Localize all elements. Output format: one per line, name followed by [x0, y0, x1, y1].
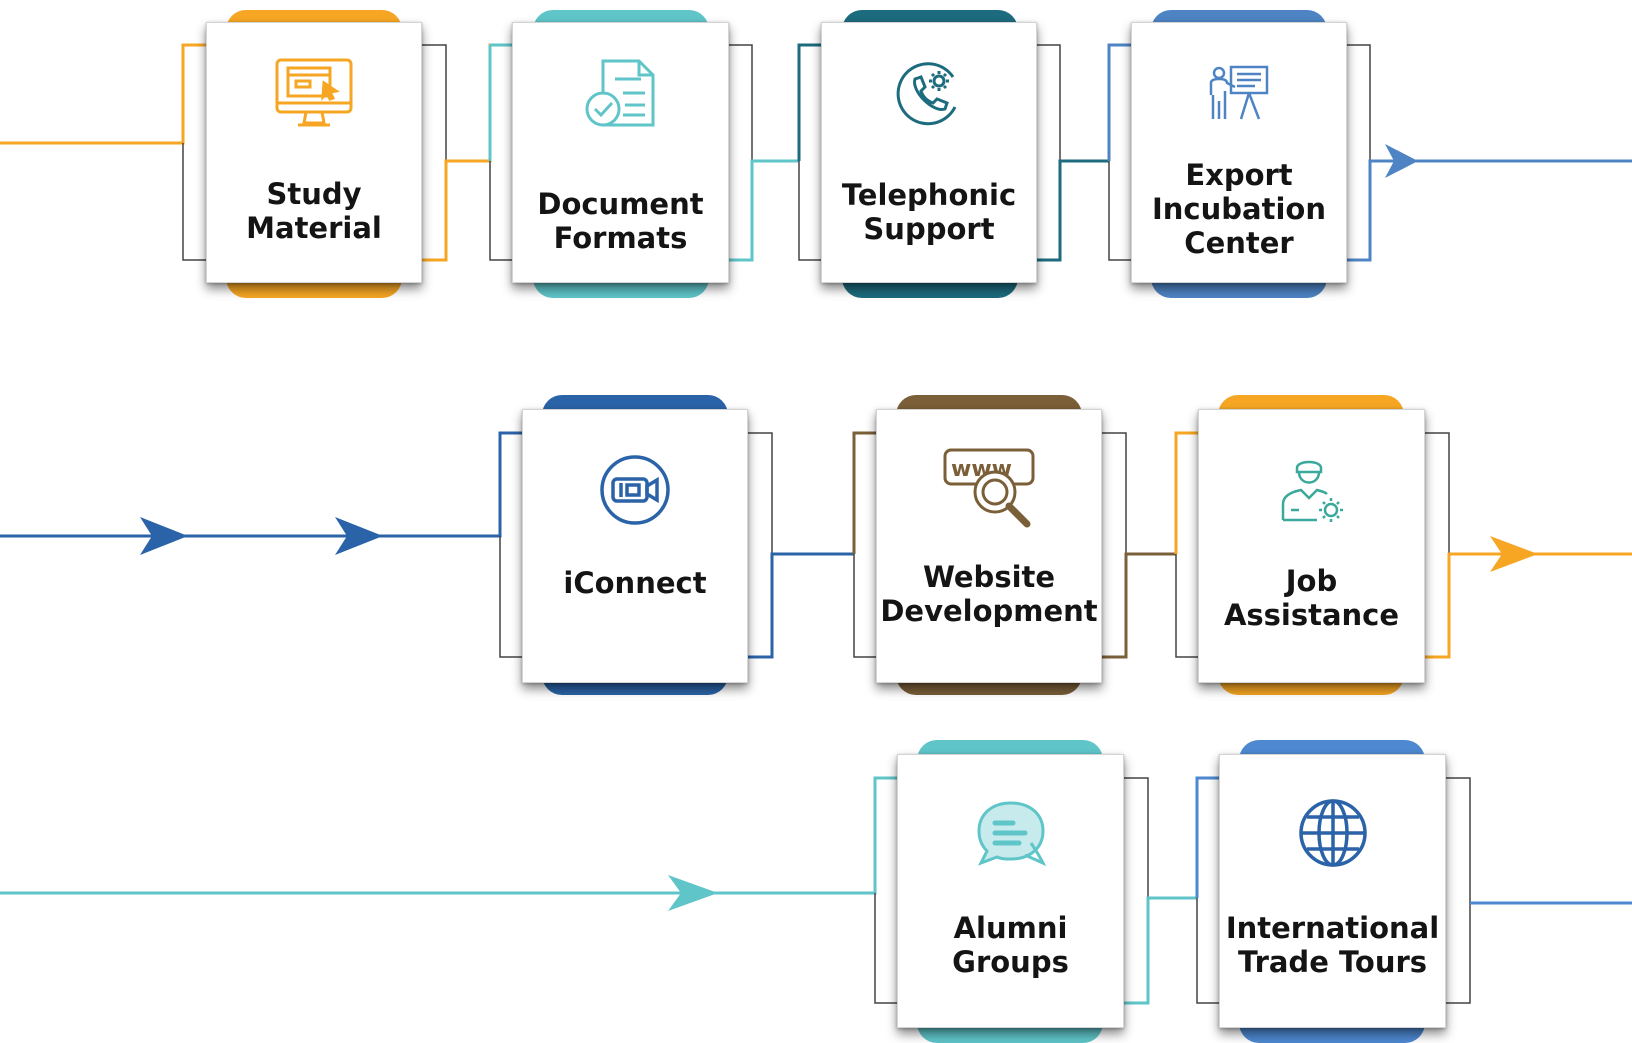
connector-line [852, 431, 876, 554]
connector-line [1347, 159, 1632, 262]
connector-line [1425, 552, 1632, 659]
connector-line [729, 159, 799, 262]
connector-line [0, 776, 897, 895]
connector-line [0, 431, 522, 538]
bracket-frame [1175, 554, 1198, 658]
phone-gear-icon [822, 57, 1036, 129]
video-camera-icon [523, 454, 747, 526]
connector-line [1195, 776, 1219, 898]
connector-line [797, 43, 821, 161]
card-label: Export Incubation Center [1152, 158, 1326, 260]
row-3-connectors [0, 776, 1632, 1005]
card-document-formats: Document Formats [512, 22, 729, 283]
arrowhead [335, 517, 383, 555]
card-study-material: Study Material [206, 22, 422, 283]
card-alumni-groups: Alumni Groups [897, 754, 1124, 1028]
chat-bubbles-icon [898, 797, 1123, 873]
connector-line [1174, 431, 1198, 554]
bracket-frame [1124, 777, 1149, 1003]
card-label: Study Material [246, 177, 382, 245]
card-label: Alumni Groups [952, 911, 1069, 979]
arrowhead [1385, 144, 1418, 178]
card-telephonic-support: Telephonic Support [821, 22, 1037, 283]
bracket-frame [853, 554, 876, 658]
connector-line [0, 43, 206, 145]
bracket-frame [1425, 432, 1450, 554]
card-label: Telephonic Support [841, 178, 1017, 246]
card-website-development: www Website Development [876, 409, 1102, 683]
presentation-board-icon [1132, 61, 1346, 125]
bracket-frame [489, 161, 512, 261]
connector-line [1107, 43, 1131, 161]
connector-line [1124, 896, 1197, 1005]
card-job-assistance: Job Assistance [1198, 409, 1425, 683]
bracket-frame [1347, 44, 1371, 161]
card-label: Document Formats [537, 187, 704, 255]
card-label: Job Assistance [1223, 564, 1400, 632]
card-label: iConnect [563, 566, 707, 600]
bracket-frame [1037, 44, 1061, 260]
bracket-frame [1102, 432, 1127, 657]
arrowhead [140, 517, 188, 555]
worker-gear-icon [1199, 454, 1424, 526]
bracket-frame [874, 893, 897, 1004]
bracket-frame [798, 161, 821, 261]
bracket-frame [499, 536, 522, 658]
bracket-frame [1446, 777, 1471, 1004]
row-2-connectors [0, 431, 1632, 659]
bracket-frame [729, 44, 753, 260]
arrowhead [668, 875, 718, 911]
computer-screen-icon [207, 57, 421, 133]
card-international-trade-tours: International Trade Tours [1219, 754, 1446, 1028]
bracket-frame [1196, 898, 1219, 1004]
bracket-frame [182, 143, 206, 261]
arrowhead [1490, 536, 1538, 572]
card-label: International Trade Tours [1225, 911, 1440, 979]
globe-icon [1220, 797, 1445, 869]
www-search-icon: www [877, 446, 1101, 530]
card-export-incubation-center: Export Incubation Center [1131, 22, 1347, 283]
connector-line [422, 43, 512, 262]
bracket-frame [1108, 161, 1131, 261]
card-label: Website Development [880, 560, 1098, 628]
connector-line [1102, 552, 1176, 659]
connector-line [1037, 159, 1109, 262]
card-iconnect: iConnect [522, 409, 748, 683]
bracket-frame [422, 44, 447, 261]
row-1-connectors [0, 43, 1632, 262]
document-check-icon [513, 57, 728, 133]
connector-line [748, 552, 854, 659]
bracket-frame [748, 432, 773, 657]
